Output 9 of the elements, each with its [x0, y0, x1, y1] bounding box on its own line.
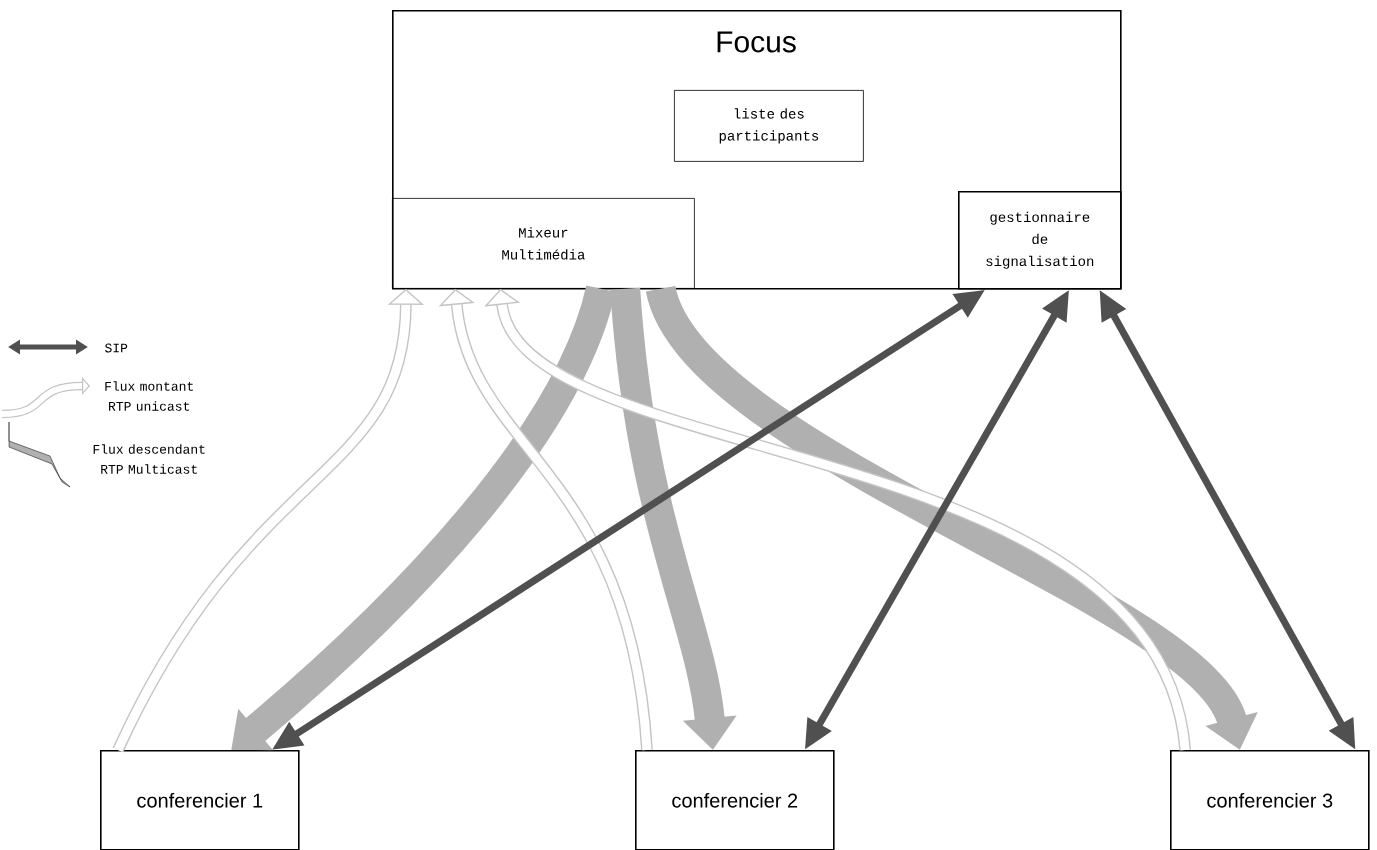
component-box: Mixeur Multimédia — [392, 198, 695, 289]
legend-text: Flux montant RTP unicast — [105, 381, 193, 411]
component-box: gestionnaire de signalisation — [958, 191, 1122, 290]
legend-text: Flux descendant RTP Multicast — [93, 444, 205, 474]
component-box: liste des participants — [674, 90, 864, 162]
client-box: conferencier 2 — [635, 750, 835, 850]
client-box: conferencier 3 — [1170, 750, 1370, 850]
client-box: conferencier 1 — [100, 750, 300, 850]
legend-text: SIP — [105, 343, 128, 353]
